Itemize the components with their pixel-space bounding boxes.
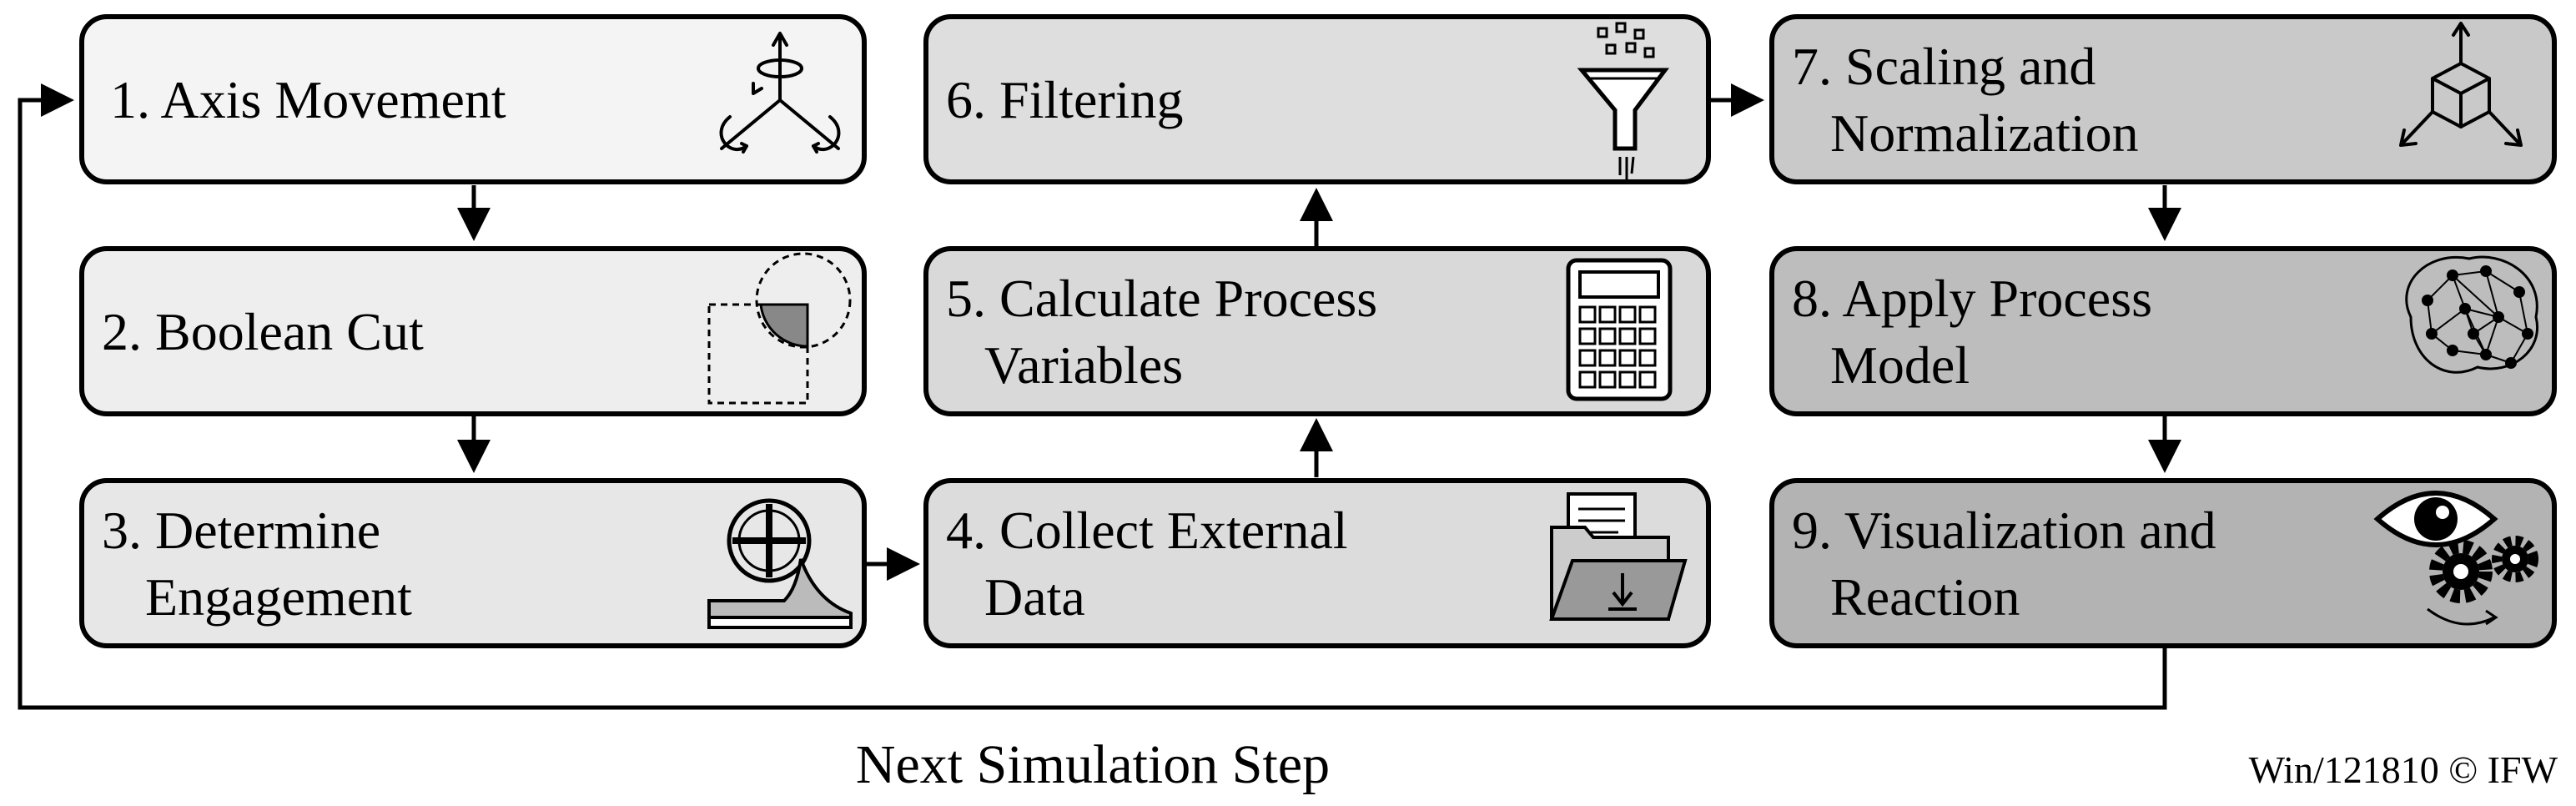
- step-7-label-line-1: 7. Scaling and: [1792, 37, 2096, 96]
- feedback-label: Next Simulation Step: [856, 734, 1330, 795]
- network-node: [2447, 270, 2458, 281]
- network-link: [2431, 308, 2466, 335]
- calculator-key: [1638, 349, 1657, 367]
- calculator-key: [1578, 349, 1597, 367]
- calculator-key: [1638, 370, 1657, 389]
- step-6-label-line-1: 6. Filtering: [946, 70, 1183, 129]
- boolean-intersection-icon: [707, 252, 852, 405]
- network-node: [2422, 295, 2433, 306]
- network-link: [2452, 275, 2499, 318]
- eye-gears-icon: [2373, 491, 2538, 626]
- step-2: 2. Boolean Cut: [79, 246, 867, 416]
- calculator-key: [1598, 327, 1617, 345]
- copyright-credit: Win/121810 © IFW: [2249, 748, 2558, 791]
- calculator-key: [1578, 370, 1597, 389]
- network-link: [2427, 275, 2453, 301]
- network-node: [2468, 328, 2479, 340]
- step-9-box: [1769, 478, 2557, 648]
- calculator-key: [1578, 305, 1597, 324]
- icons: [707, 22, 2538, 629]
- step-boxes: 1. Axis Movement 2. Boolean Cut 3. Determi…: [79, 14, 2557, 648]
- step-1-box: [79, 14, 867, 184]
- calculator-key: [1618, 349, 1637, 367]
- calculator-key: [1638, 327, 1657, 345]
- network-link: [2452, 275, 2466, 310]
- scaling-cube-icon: [2399, 22, 2523, 147]
- step-2-label-line-1: 2. Boolean Cut: [102, 302, 424, 361]
- network-node: [2459, 303, 2471, 315]
- network-link: [2485, 316, 2499, 355]
- tool-engagement-icon: [707, 498, 853, 629]
- step-8-box: [1769, 246, 2557, 416]
- step-6-box: [923, 14, 1711, 184]
- network-link: [2485, 270, 2499, 318]
- step-3-box: [79, 478, 867, 648]
- step-9-label-line-2: Reaction: [1830, 567, 2020, 627]
- calculator-key: [1598, 370, 1617, 389]
- step-4-label-line-1: 4. Collect External: [946, 501, 1348, 560]
- calculator-key: [1598, 305, 1617, 324]
- calculator-key: [1618, 305, 1637, 324]
- step-3-label-line-2: Engagement: [145, 567, 412, 627]
- step-1: 1. Axis Movement: [79, 14, 867, 184]
- network-node: [2513, 286, 2525, 298]
- step-9-label-line-1: 9. Visualization and: [1792, 501, 2216, 560]
- calculator-key: [1618, 370, 1637, 389]
- step-6: 6. Filtering: [923, 14, 1711, 184]
- step-5-label-line-2: Variables: [984, 335, 1183, 395]
- step-4-box: [923, 478, 1711, 648]
- step-5-box: [923, 246, 1711, 416]
- step-2-box: [79, 246, 867, 416]
- filter-funnel-icon: [1577, 22, 1669, 182]
- step-4-label-line-2: Data: [984, 567, 1085, 627]
- calculator-icon: [1566, 258, 1673, 401]
- calculator-key: [1618, 327, 1637, 345]
- network-node: [2522, 328, 2533, 340]
- calculator-key: [1598, 349, 1617, 367]
- network-node: [2480, 349, 2492, 360]
- rotation-axes-icon: [719, 32, 841, 154]
- step-1-label-line-1: 1. Axis Movement: [110, 70, 506, 129]
- step-5-label-line-1: 5. Calculate Process: [946, 269, 1377, 328]
- step-8-label-line-2: Model: [1830, 335, 1970, 395]
- step-7-label-line-2: Normalization: [1830, 103, 2139, 163]
- network-node: [2505, 357, 2517, 369]
- calculator-key: [1638, 305, 1657, 324]
- network-link: [2485, 270, 2520, 293]
- calculator-key: [1578, 327, 1597, 345]
- network-node: [2426, 328, 2438, 340]
- network-node: [2480, 265, 2492, 277]
- step-8-label-line-1: 8. Apply Process: [1792, 269, 2152, 328]
- step-7-box: [1769, 14, 2557, 184]
- network-node: [2493, 311, 2504, 323]
- network-node: [2447, 345, 2458, 356]
- neural-network-brain-icon: [2405, 255, 2538, 374]
- connectors: [18, 83, 2181, 710]
- network-link: [2518, 291, 2528, 335]
- step-3-label-line-1: 3. Determine: [102, 501, 380, 560]
- folder-download-icon: [1549, 492, 1688, 621]
- feedback-loop-arrow: [18, 83, 2167, 710]
